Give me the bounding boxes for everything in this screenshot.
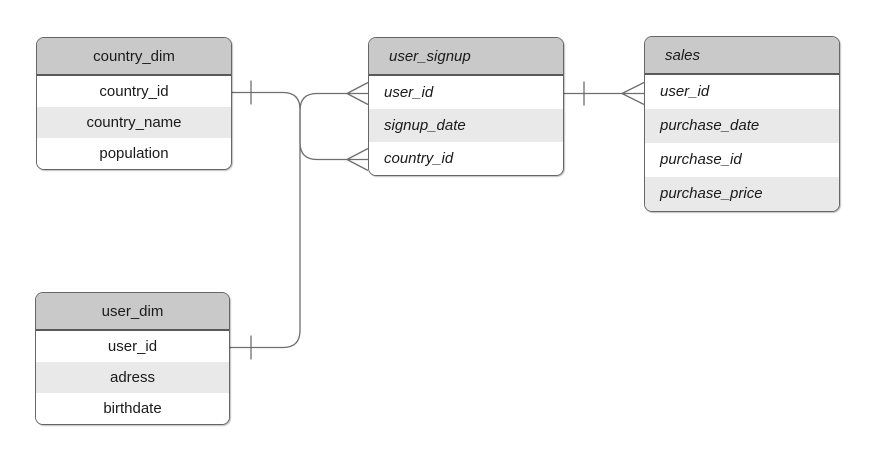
edge-user-signup-to-sales[interactable] — [564, 81, 645, 106]
field-user-signup-signup-date[interactable]: signup_date — [369, 109, 563, 142]
field-country-dim-population[interactable]: population — [37, 138, 231, 169]
edge-user-dim-to-user-signup[interactable] — [230, 81, 369, 360]
field-sales-purchase-id[interactable]: purchase_id — [645, 143, 839, 177]
field-country-dim-country-name[interactable]: country_name — [37, 107, 231, 138]
entity-user-signup[interactable]: user_signup user_id signup_date country_… — [368, 37, 564, 176]
entity-title-user-signup[interactable]: user_signup — [369, 38, 563, 76]
entity-sales[interactable]: sales user_id purchase_date purchase_id … — [644, 36, 840, 212]
field-country-dim-country-id[interactable]: country_id — [37, 76, 231, 107]
entity-user-dim[interactable]: user_dim user_id adress birthdate — [35, 292, 230, 425]
edge-line — [232, 91, 347, 161]
field-user-dim-birthdate[interactable]: birthdate — [36, 393, 229, 424]
field-sales-user-id[interactable]: user_id — [645, 75, 839, 109]
field-sales-purchase-price[interactable]: purchase_price — [645, 177, 839, 211]
entity-country-dim[interactable]: country_dim country_id country_name popu… — [36, 37, 232, 170]
entity-title-sales[interactable]: sales — [645, 37, 839, 75]
field-user-dim-user-id[interactable]: user_id — [36, 331, 229, 362]
edge-line — [230, 92, 347, 349]
crow-foot-many-icon — [346, 81, 369, 106]
field-user-dim-adress[interactable]: adress — [36, 362, 229, 393]
field-user-signup-user-id[interactable]: user_id — [369, 76, 563, 109]
entity-title-user-dim[interactable]: user_dim — [36, 293, 229, 331]
field-user-signup-country-id[interactable]: country_id — [369, 142, 563, 175]
crow-foot-many-icon — [621, 81, 645, 106]
entity-title-country-dim[interactable]: country_dim — [37, 38, 231, 76]
crow-foot-many-icon — [346, 147, 369, 172]
field-sales-purchase-date[interactable]: purchase_date — [645, 109, 839, 143]
